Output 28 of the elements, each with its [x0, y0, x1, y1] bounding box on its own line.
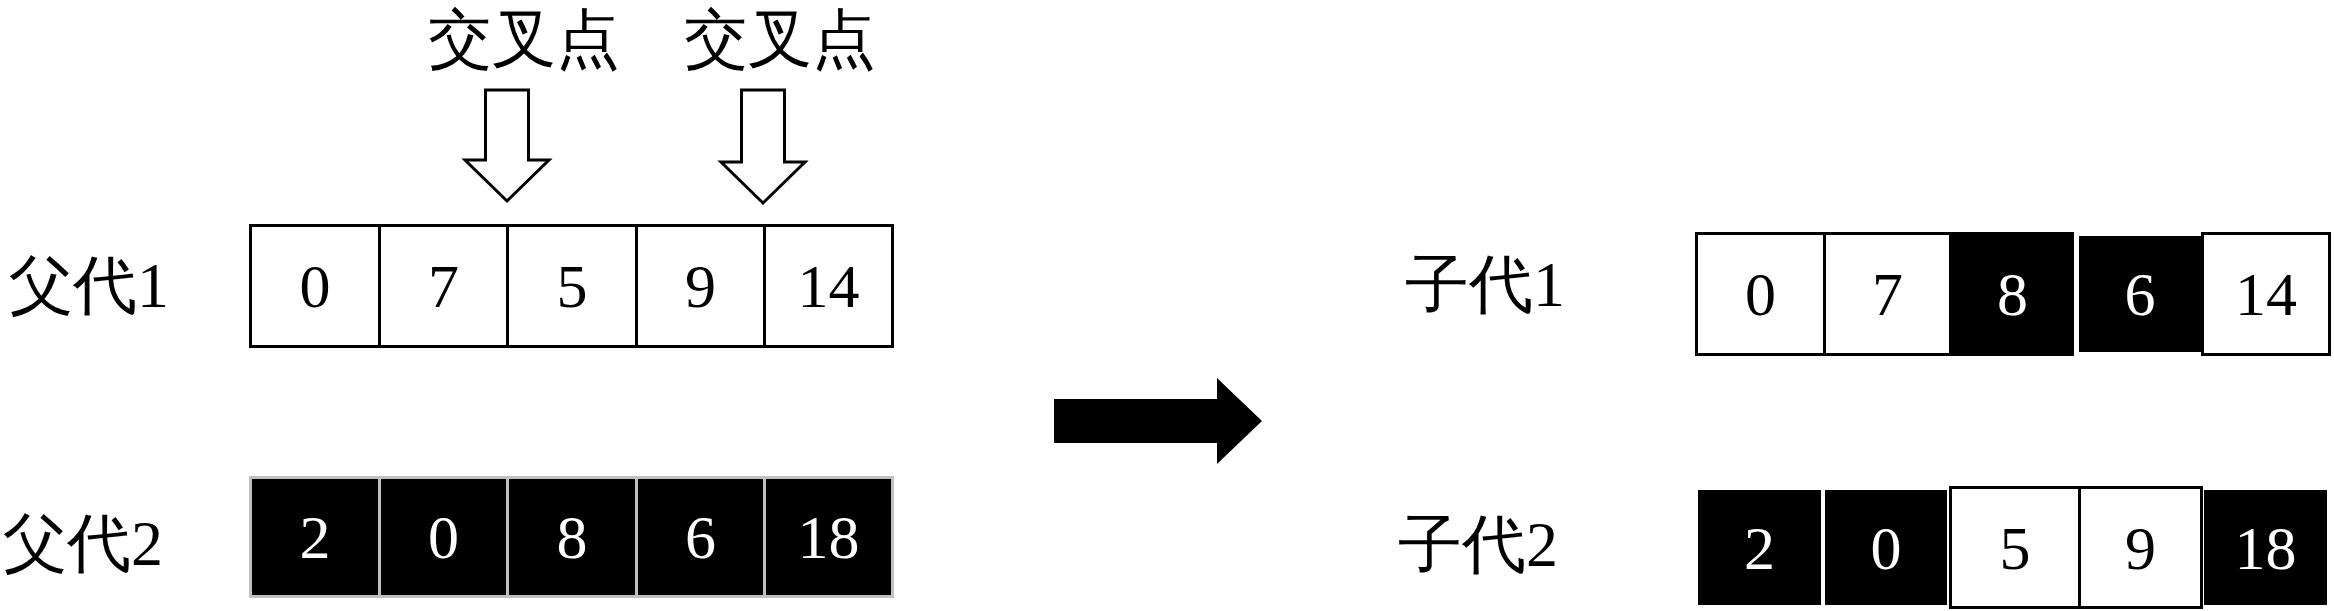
crossover-label: 交叉点 [680, 4, 880, 76]
hollow-arrow [461, 88, 553, 204]
gene-cell: 7 [1823, 232, 1952, 356]
gene-cell: 0 [378, 476, 509, 598]
gene-cell: 14 [763, 224, 894, 348]
gene-cell: 9 [635, 224, 766, 348]
gene-cell: 9 [2078, 486, 2203, 609]
gene-cell: 6 [635, 476, 766, 598]
gene-cell: 2 [1698, 490, 1821, 605]
hollow-arrow [717, 88, 809, 206]
gene-cell: 0 [249, 224, 381, 348]
row-label: 父代1 [9, 254, 169, 318]
gene-cell: 8 [1951, 232, 2074, 356]
gene-cell: 6 [2079, 236, 2201, 352]
gene-cell: 5 [506, 224, 638, 348]
gene-cell: 14 [2201, 232, 2331, 356]
row-label: 子代2 [1398, 513, 1558, 577]
gene-cell: 8 [506, 476, 638, 598]
gene-cell: 0 [1825, 490, 1947, 605]
row-label: 父代2 [3, 512, 163, 576]
gene-cell: 7 [378, 224, 509, 348]
crossover-label: 交叉点 [424, 4, 624, 76]
gene-cell: 18 [763, 476, 894, 598]
gene-cell: 2 [249, 476, 381, 598]
gene-cell: 18 [2204, 490, 2327, 605]
row-label: 子代1 [1405, 253, 1565, 317]
gene-cell: 5 [1949, 486, 2081, 609]
gene-cell: 0 [1695, 232, 1826, 356]
